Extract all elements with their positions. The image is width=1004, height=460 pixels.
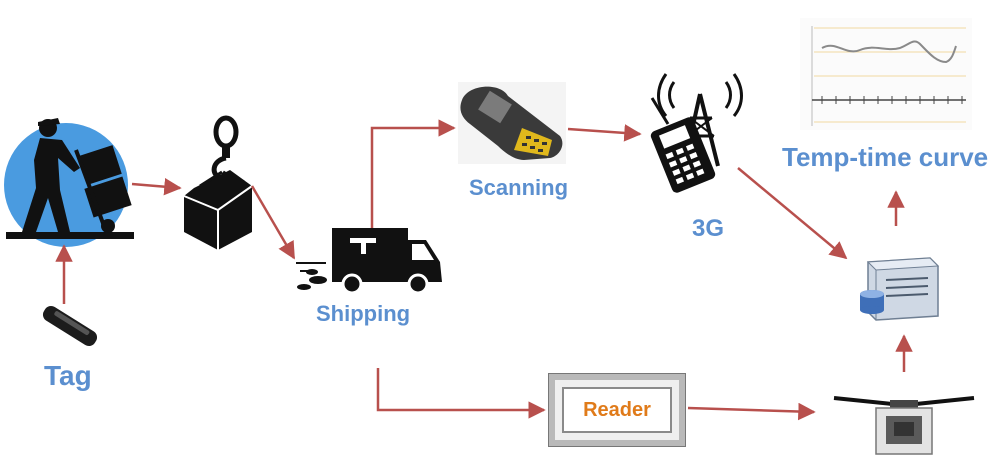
flow-arrows bbox=[55, 119, 913, 421]
mobile-phone-tower-icon bbox=[650, 73, 743, 193]
3g-label: 3G bbox=[692, 215, 725, 242]
reader-label: Reader bbox=[583, 398, 651, 421]
temp-time-curve-label: Temp-time curve bbox=[782, 142, 989, 172]
arrow-truck-to-scanning bbox=[370, 119, 456, 228]
arrow-crane-to-truck bbox=[250, 185, 296, 260]
reader-box: Reader bbox=[548, 373, 686, 447]
arrow-worker-to-crane bbox=[131, 177, 182, 196]
arrow-reader-to-device bbox=[687, 402, 816, 421]
reader-box-inner: Reader bbox=[562, 387, 672, 433]
delivery-truck-icon bbox=[296, 228, 442, 295]
arrow-shipping-to-reader bbox=[376, 368, 546, 419]
worker-with-hand-truck-icon bbox=[4, 118, 134, 247]
handheld-scanner-icon bbox=[458, 82, 566, 164]
temperature-chart-thumbnail-icon bbox=[800, 18, 972, 130]
scanning-label: Scanning bbox=[469, 175, 569, 200]
crane-hook-box-icon bbox=[183, 115, 253, 250]
arrow-3g-to-server bbox=[737, 167, 848, 260]
server-database-icon bbox=[860, 257, 940, 321]
rfid-tag-icon bbox=[42, 305, 98, 347]
shipping-label: Shipping bbox=[316, 301, 411, 326]
wireless-reader-icon bbox=[833, 396, 975, 455]
arrow-scanning-to-3g bbox=[567, 124, 642, 142]
tag-label: Tag bbox=[44, 360, 92, 391]
